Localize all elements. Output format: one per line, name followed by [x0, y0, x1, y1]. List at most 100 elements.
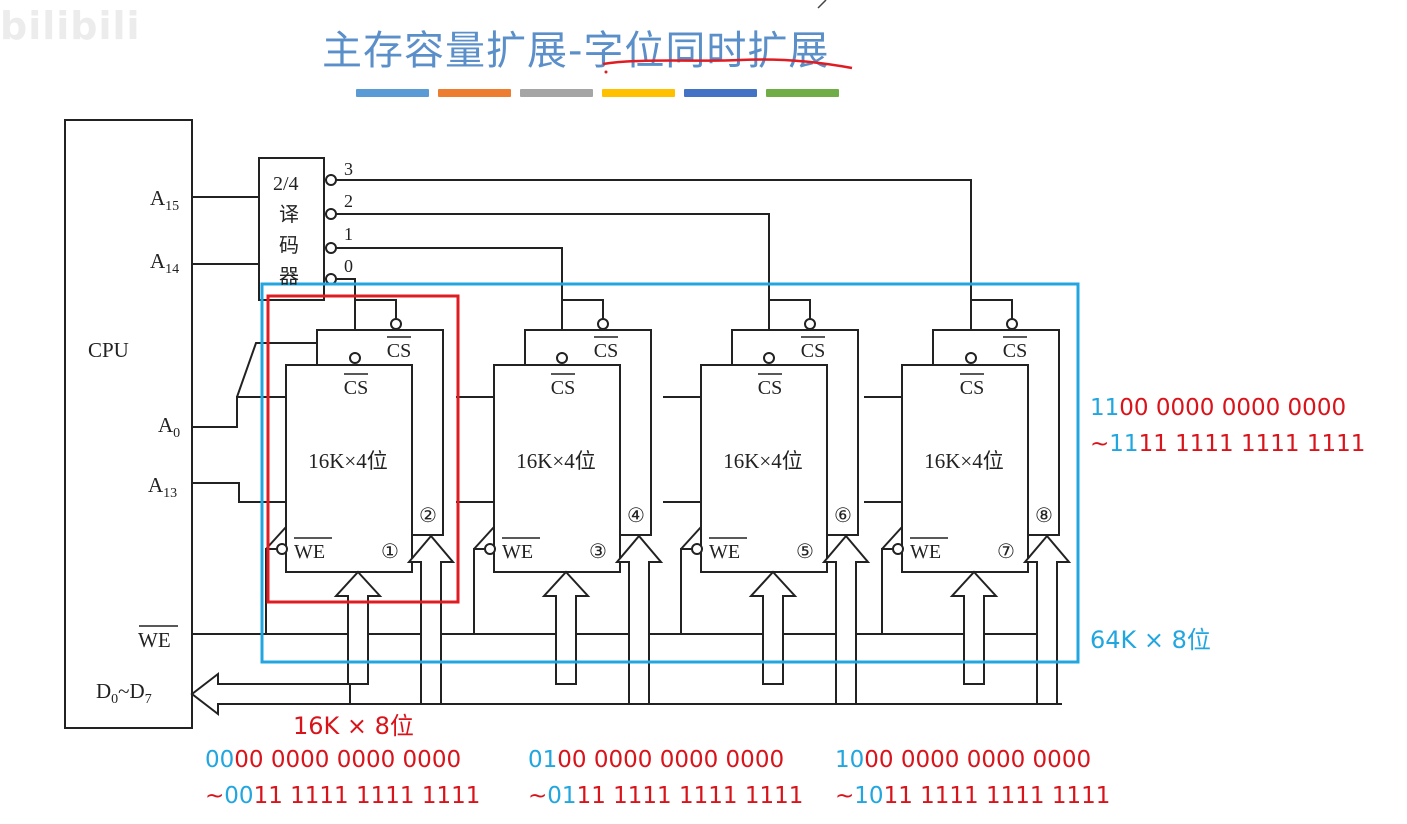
group-label-16kx8: 16K × 8位 [293, 712, 414, 740]
wire-decoder-out2 [336, 213, 770, 355]
chip-we-label: WE [709, 541, 740, 563]
address-range-group-1: 0100 0000 0000 0000 ~0111 1111 1111 1111 [528, 742, 803, 814]
wire-a0-back [236, 342, 317, 398]
back-chip-number: ④ [627, 505, 645, 527]
back-cs-label: CS [387, 340, 411, 362]
wire-decoder-out3 [336, 179, 972, 355]
pin-we-label: WE [138, 628, 171, 652]
back-data-arrow [1022, 534, 1072, 705]
decoder-output-3: 3 [344, 159, 353, 179]
chip-capacity-label: 16K×4位 [516, 449, 596, 473]
color-bar [520, 89, 593, 97]
decoder-out1-bubble [325, 242, 337, 254]
pen-stroke [817, 0, 827, 9]
address-range-start: 1100 0000 0000 0000 [1090, 395, 1347, 421]
wire-decoder-out1 [336, 247, 563, 355]
wire-we-back [473, 526, 495, 550]
front-data-arrow [748, 570, 798, 685]
front-data-arrow [333, 570, 383, 685]
back-cs-label: CS [594, 340, 618, 362]
front-chip-number: ⑤ [796, 541, 814, 563]
pin-a13-label: A13 [148, 473, 177, 501]
highlight-box-64kx8 [260, 282, 1080, 664]
address-range-group-2: 1000 0000 0000 0000 ~1011 1111 1111 1111 [835, 742, 1110, 814]
back-data-arrow [821, 534, 871, 705]
wire-we-drop [680, 548, 692, 634]
front-cs-bubble [965, 352, 977, 364]
wire-cs-branch [562, 299, 604, 319]
address-range-start: 0000 0000 0000 0000 [205, 747, 462, 773]
we-bubble [276, 543, 288, 555]
address-range-start: 1000 0000 0000 0000 [835, 747, 1092, 773]
chip-capacity-label: 16K×4位 [308, 449, 388, 473]
highlight-box-16kx8 [266, 294, 460, 604]
color-bar [602, 89, 675, 97]
title-emphasis: 字位同时扩展 [583, 28, 830, 74]
address-range-end: ~0111 1111 1111 1111 [528, 783, 804, 809]
front-chip-number: ③ [589, 541, 607, 563]
chip-we-label: WE [294, 541, 325, 563]
color-bar [356, 89, 429, 97]
page-title: 主存容量扩展-字位同时扩展 [322, 18, 829, 76]
decoder-output-2: 2 [344, 191, 353, 211]
decoder-box [258, 157, 325, 301]
wire-we-back [680, 526, 702, 550]
we-bubble [691, 543, 703, 555]
front-cs-label: CS [551, 377, 575, 399]
wire-we-back [881, 526, 903, 550]
front-data-arrow [541, 570, 591, 685]
back-chip-number: ⑧ [1035, 505, 1053, 527]
we-bubble [484, 543, 496, 555]
back-cs-label: CS [1003, 340, 1027, 362]
decoder-out3-bubble [325, 174, 337, 186]
back-cs-bubble [804, 318, 816, 330]
address-range-end: ~1011 1111 1111 1111 [835, 783, 1111, 809]
wire-cs-branch [971, 299, 1013, 319]
color-bar [438, 89, 511, 97]
chip-capacity-label: 16K×4位 [924, 449, 1004, 473]
chip-pair-1: CS CS 16K×4位 WE ①② [265, 299, 456, 705]
back-cs-bubble [1006, 318, 1018, 330]
cpu-label: CPU [88, 338, 129, 362]
pin-a14-label: A14 [150, 249, 179, 277]
decoder-output-1: 1 [344, 224, 353, 244]
chips-layer: CS CS 16K×4位 WE ①② CS CS 16K×4位 WE ③④ CS CS 16K×4位 WE… [265, 299, 1072, 705]
address-range-start: 0100 0000 0000 0000 [528, 747, 785, 773]
handwritten-underline [602, 58, 853, 70]
pin-a0-label: A0 [158, 413, 180, 441]
pin-a15-label: A15 [150, 186, 179, 214]
wire-a13 [192, 482, 286, 503]
decoder-label-yi: 译 [279, 203, 299, 226]
front-cs-label: CS [758, 377, 782, 399]
back-data-arrow [406, 534, 456, 705]
wire-a0 [192, 396, 286, 428]
color-bar [766, 89, 839, 97]
chip-we-label: WE [502, 541, 533, 563]
chip-capacity-label: 16K×4位 [723, 449, 803, 473]
handwritten-dot [604, 70, 608, 74]
back-cs-bubble [390, 318, 402, 330]
color-bar [684, 89, 757, 97]
decoder-label-qi: 器 [279, 266, 299, 288]
front-cs-label: CS [344, 377, 368, 399]
title-color-bars [356, 89, 839, 97]
chip-pair-2: CS CS 16K×4位 WE ③④ [456, 299, 664, 705]
chip-we-label: WE [910, 541, 941, 563]
back-cs-bubble [597, 318, 609, 330]
address-range-end: ~1111 1111 1111 1111 [1090, 431, 1366, 457]
front-cs-bubble [349, 352, 361, 364]
address-range-end: ~0011 1111 1111 1111 [205, 783, 481, 809]
front-cs-label: CS [960, 377, 984, 399]
address-range-group-0: 0000 0000 0000 0000 ~0011 1111 1111 1111 [205, 742, 480, 814]
front-chip-number: ① [381, 541, 399, 563]
data-bus-arrow [190, 671, 1062, 717]
back-chip-number: ② [419, 505, 437, 527]
back-data-arrow [614, 534, 664, 705]
front-cs-bubble [763, 352, 775, 364]
we-bubble [892, 543, 904, 555]
decoder-output-0: 0 [344, 256, 353, 276]
title-prefix: 主存容量扩展- [322, 28, 584, 74]
